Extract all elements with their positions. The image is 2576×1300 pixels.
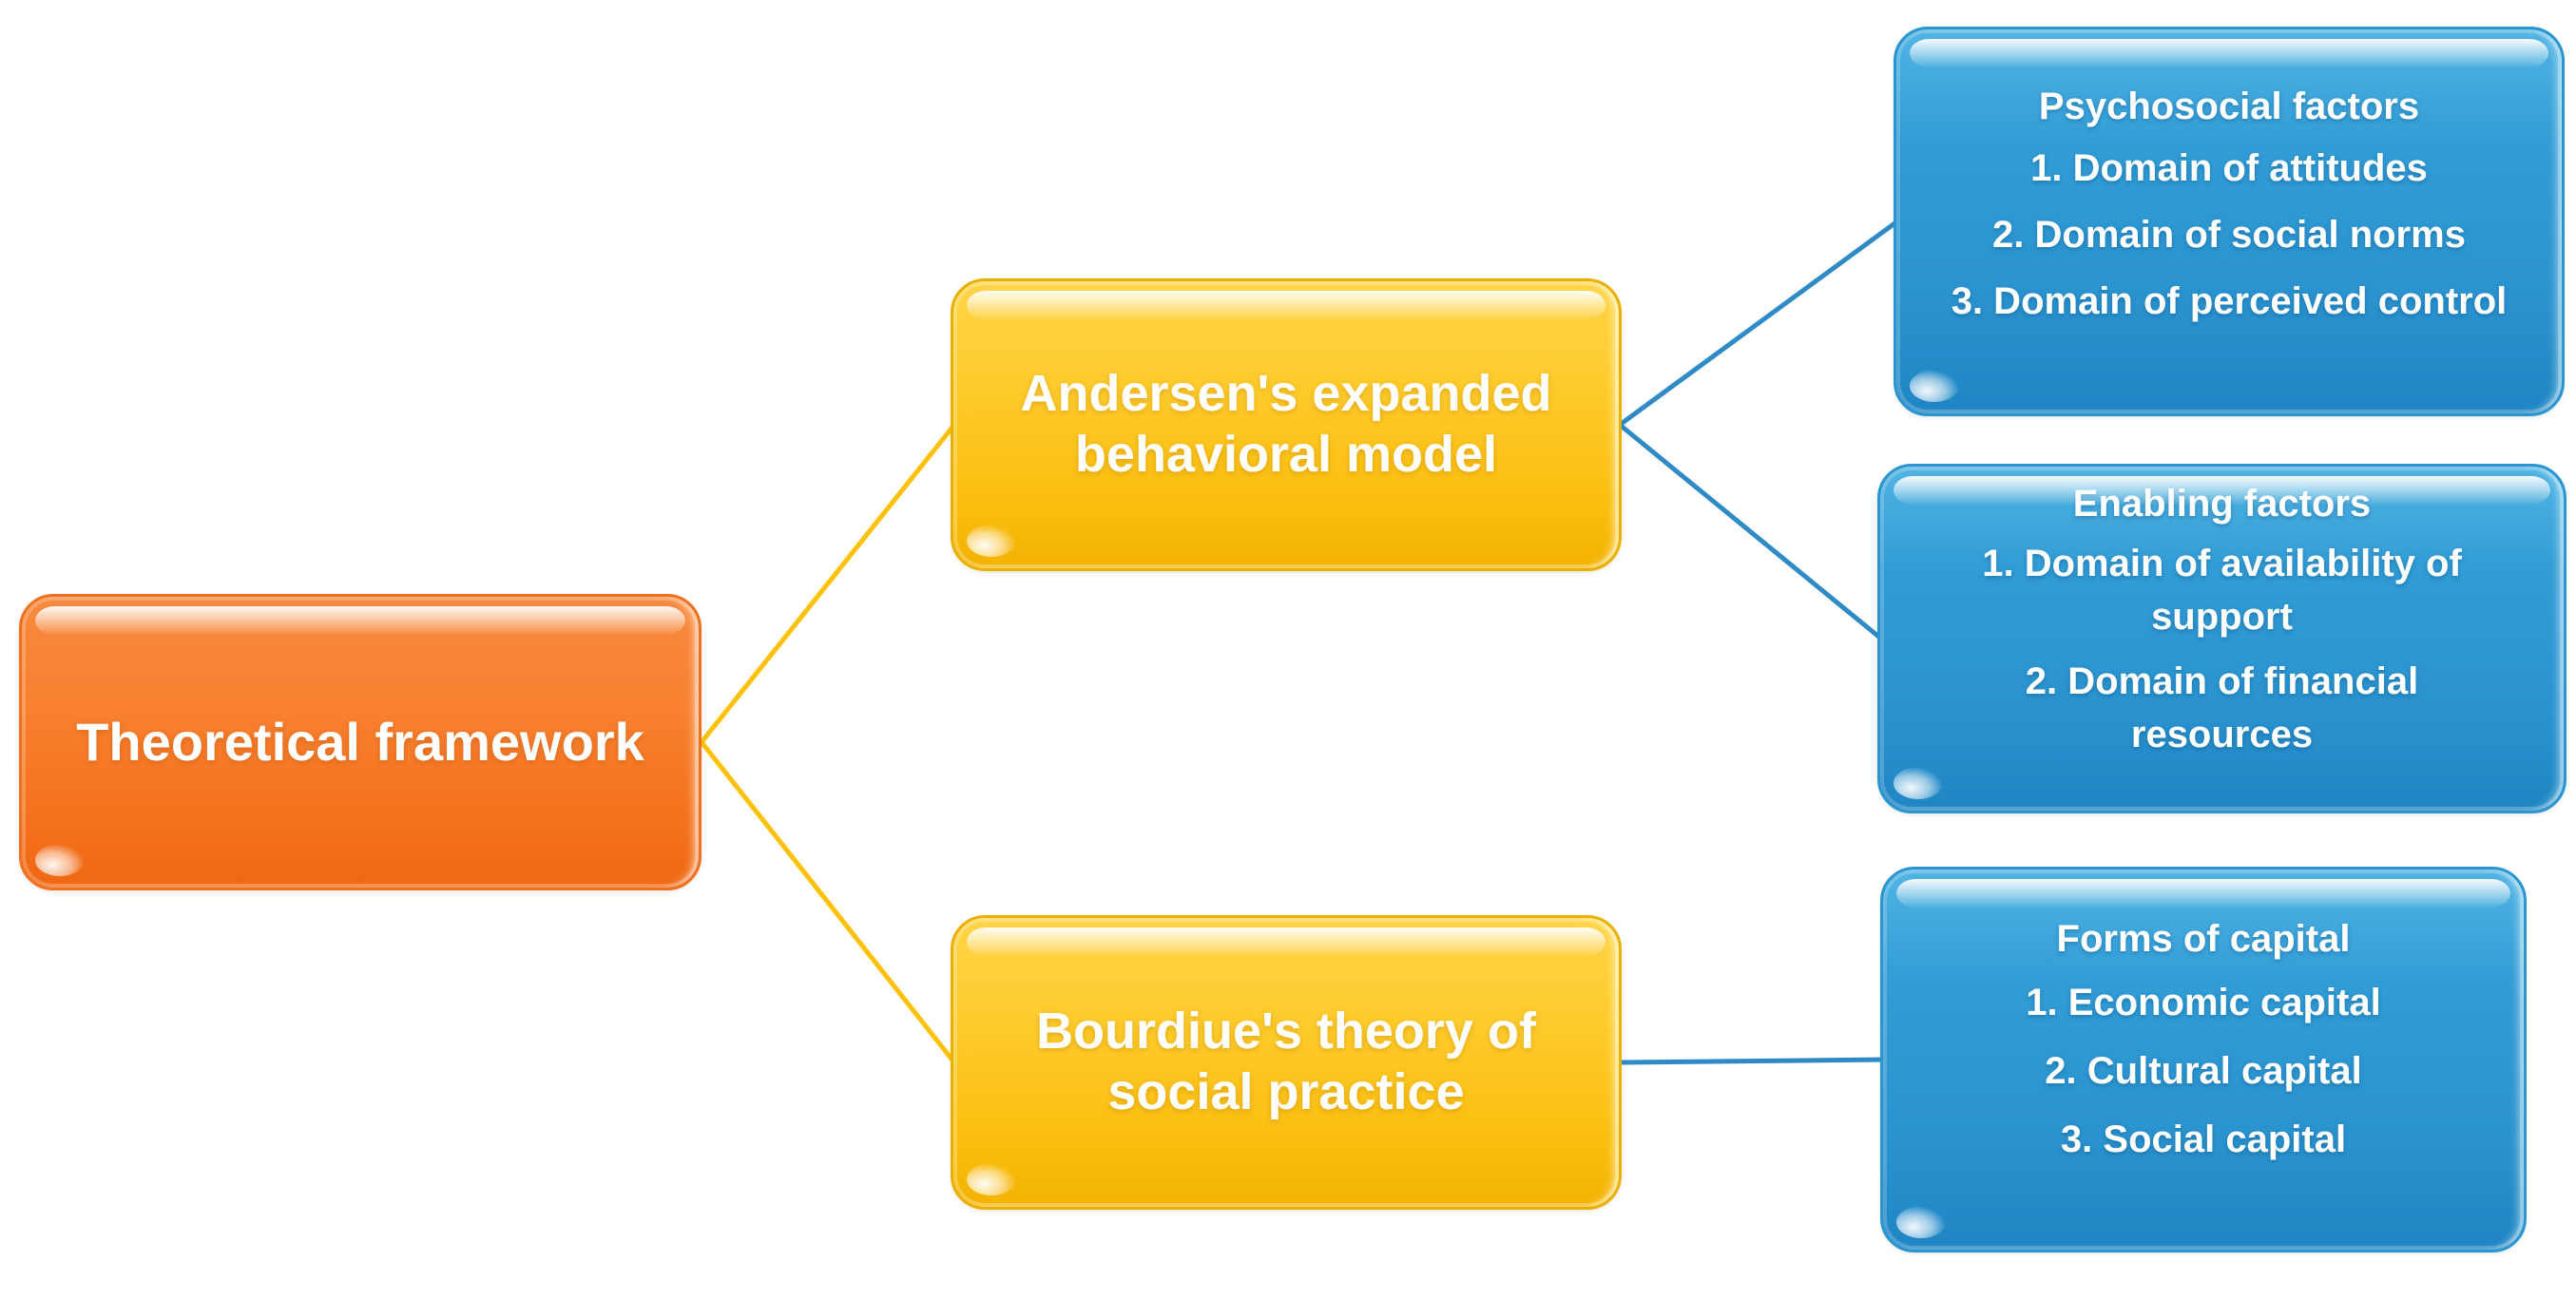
leaf-item: 2. Domain of financial resources [2025,660,2419,755]
branch-node-andersen: Andersen's expanded behavioral model [951,278,1622,571]
connector-root-to-andersen [700,423,956,744]
leaf-item: 3. Social capital [2060,1118,2347,1160]
leaf-item: 1. Domain of attitudes [2030,147,2428,189]
leaf-title: Enabling factors [2072,483,2372,525]
leaf-node-forms-of-capital: Forms of capital 1. Economic capital 2. … [1880,867,2527,1252]
leaf-item: 2. Cultural capital [2045,1050,2362,1092]
connector-andersen-to-enabling [1618,423,1883,640]
leaf-node-psychosocial-factors: Psychosocial factors 1. Domain of attitu… [1894,27,2565,416]
connector-andersen-to-psychosocial [1618,219,1899,428]
leaf-item: 2. Domain of social norms [1992,214,2466,256]
branch-node-bourdieu: Bourdiue's theory of social practice [951,915,1622,1210]
branch-node-label: Bourdiue's theory of social practice [1036,1003,1536,1120]
leaf-item: 1. Domain of availability of support [1982,543,2462,638]
root-node-label: Theoretical framework [76,711,644,772]
leaf-node-enabling-factors: Enabling factors 1. Domain of availabili… [1877,464,2566,813]
connector-root-to-bourdieu [700,740,956,1064]
leaf-title: Psychosocial factors [2038,86,2420,127]
leaf-title: Forms of capital [2056,918,2351,960]
root-node-theoretical-framework: Theoretical framework [19,594,702,890]
branch-node-label: Andersen's expanded behavioral model [1020,365,1552,483]
connector-bourdieu-to-capital [1619,1057,1885,1065]
leaf-item: 1. Economic capital [2026,982,2381,1023]
leaf-item: 3. Domain of perceived control [1951,280,2508,322]
